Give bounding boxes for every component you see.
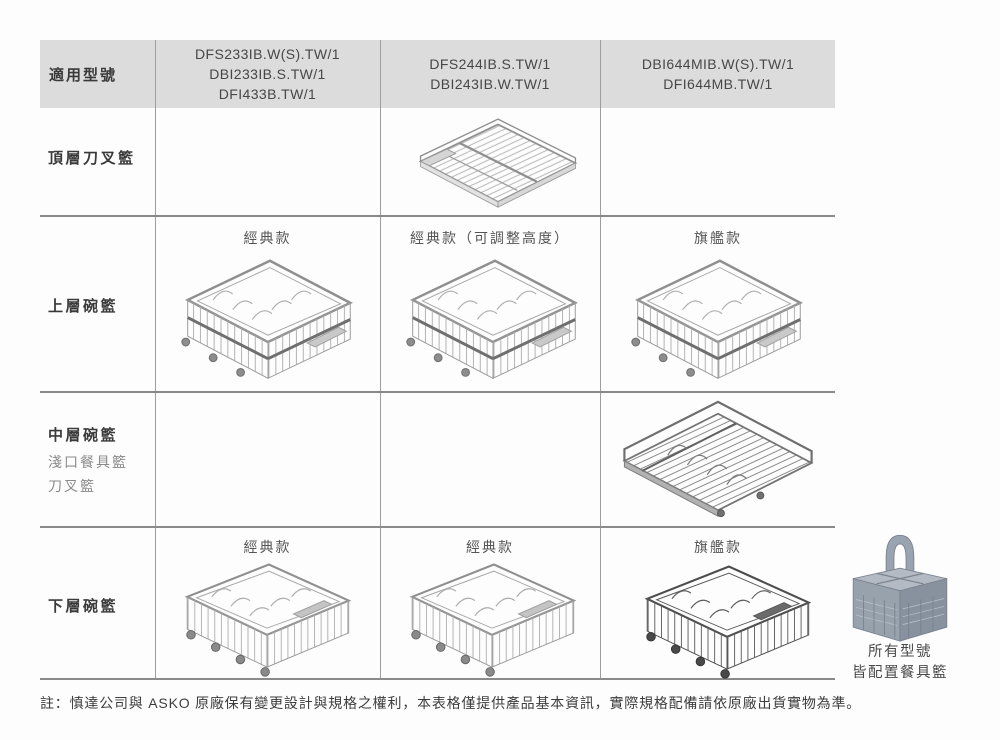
lower-variant-classic: 經典款: [243, 539, 292, 555]
cutlery-basket-image: [848, 523, 952, 649]
model-group-2: DFS244IB.S.TW/1 DBI243IB.W.TW/1: [381, 40, 599, 108]
middle-basket-flagship-image: [612, 394, 825, 527]
row-divider: [40, 215, 835, 217]
column-divider: [600, 40, 601, 680]
model-number: DFS244IB.S.TW/1: [429, 56, 551, 72]
footnote: 註：慎達公司與 ASKO 原廠保有變更設計與規格之權利，本表格僅提供產品基本資訊…: [40, 695, 862, 711]
row-sublabel-shallow-cutlery-tray: 淺口餐具籃: [48, 454, 128, 470]
model-number: DFI644MB.TW/1: [663, 76, 773, 92]
upper-variant-classic: 經典款: [243, 230, 292, 246]
cutlery-note-line2: 皆配置餐具籃: [852, 665, 948, 681]
row-label-lower-basket: 下層碗籃: [48, 598, 119, 615]
upper-basket-classic-image: [170, 249, 366, 391]
model-number: DBI243IB.W.TW/1: [430, 76, 550, 92]
column-divider: [380, 40, 381, 680]
model-group-1: DFS233IB.W(S).TW/1 DBI233IB.S.TW/1 DFI43…: [156, 40, 379, 108]
cutlery-note-line1: 所有型號: [868, 644, 932, 660]
row-divider: [40, 678, 835, 680]
row-label-upper-basket: 上層碗籃: [48, 298, 119, 315]
lower-variant-flagship: 旗艦款: [694, 539, 742, 555]
lower-basket-flagship-image: [632, 557, 822, 690]
top-cutlery-tray-image: [410, 112, 586, 209]
upper-variant-flagship: 旗艦款: [694, 230, 742, 246]
upper-variant-classic-adjustable: 經典款（可調整高度）: [410, 230, 570, 246]
upper-basket-flagship-image: [620, 249, 816, 391]
row-sublabel-cutlery-basket: 刀叉籃: [48, 478, 96, 494]
lower-basket-classic-image: [172, 555, 362, 688]
row-divider: [40, 391, 835, 393]
lower-variant-classic: 經典款: [466, 539, 514, 555]
model-group-3: DBI644MIB.W(S).TW/1 DFI644MB.TW/1: [601, 40, 835, 108]
cutlery-basket-note: 所有型號 皆配置餐具籃: [822, 642, 978, 684]
lower-basket-classic-image: [397, 555, 587, 688]
model-number: DFS233IB.W(S).TW/1: [195, 46, 340, 62]
column-divider: [155, 40, 156, 680]
upper-basket-adjustable-image: [395, 249, 591, 391]
header-row-label: 適用型號: [49, 66, 118, 84]
header-band: [40, 40, 835, 108]
model-number: DBI644MIB.W(S).TW/1: [641, 56, 795, 72]
row-divider: [40, 526, 835, 528]
model-number: DBI233IB.S.TW/1: [209, 66, 326, 82]
row-label-top-cutlery-tray: 頂層刀叉籃: [48, 150, 136, 167]
row-label-middle-basket: 中層碗籃: [48, 427, 119, 444]
model-number: DFI433B.TW/1: [218, 86, 317, 102]
